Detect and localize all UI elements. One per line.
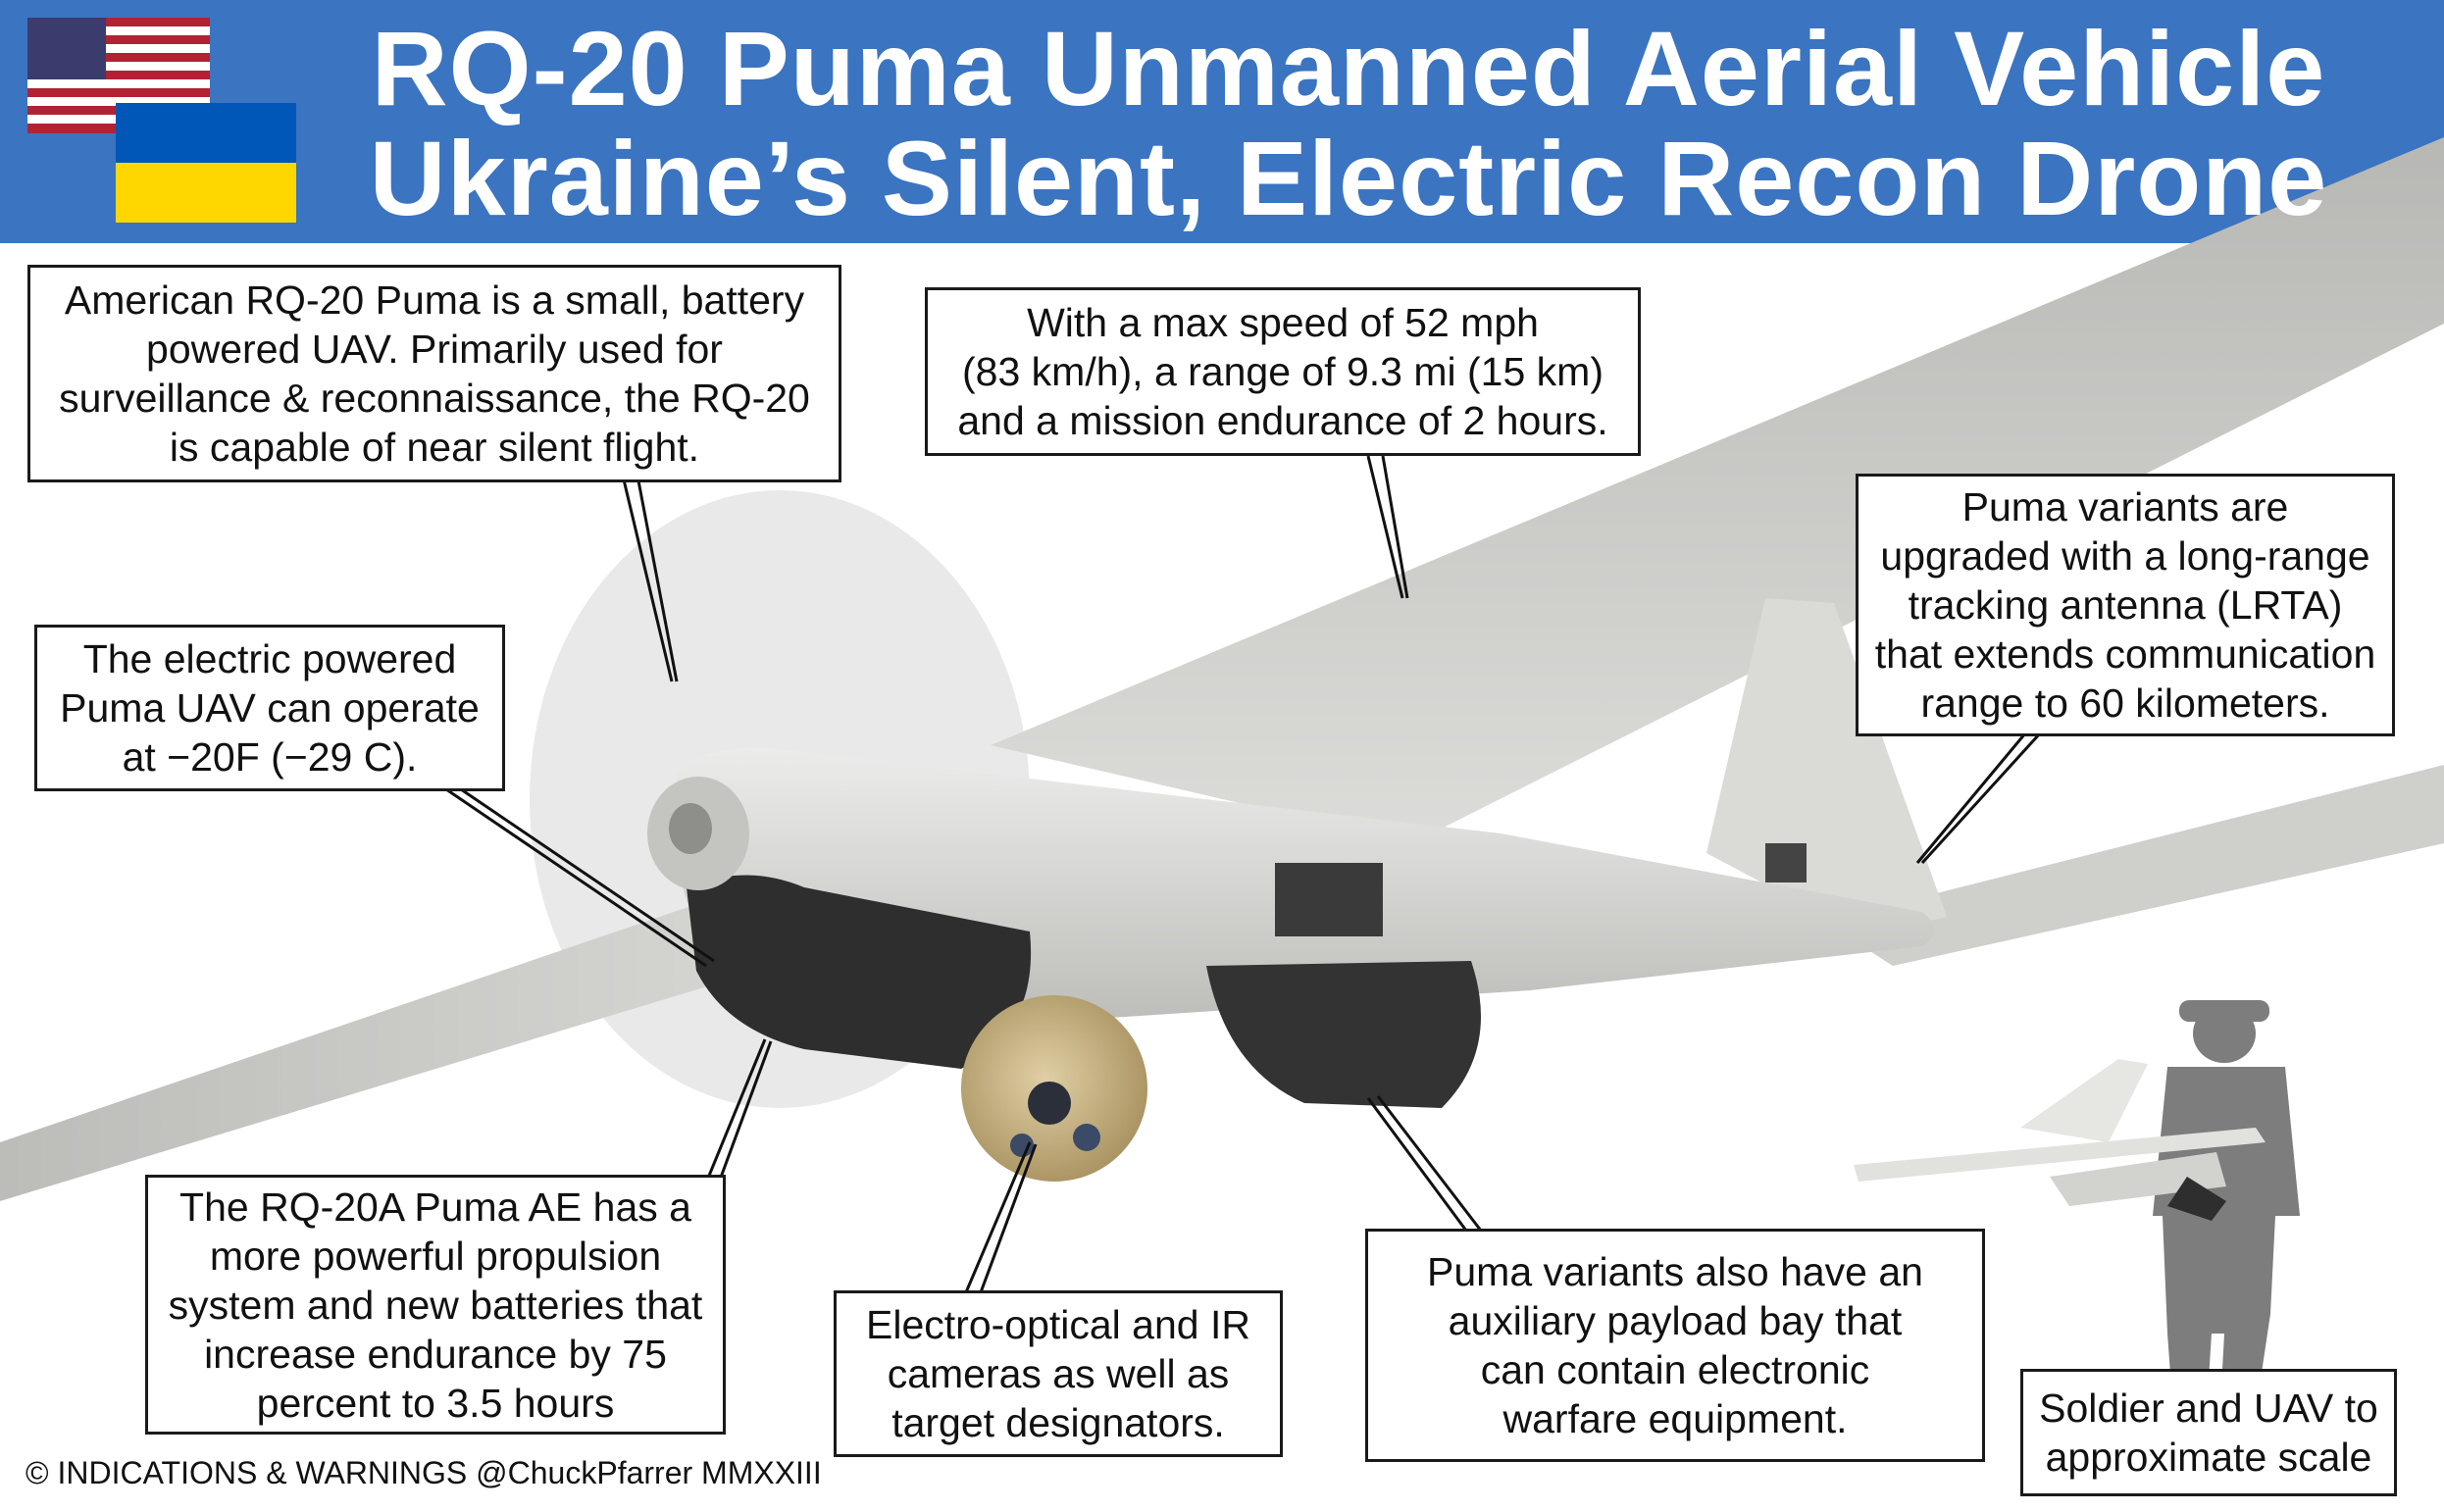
horizontal-stabilizer <box>1824 765 2444 966</box>
left-wing <box>0 887 775 1201</box>
sensor-lens-small <box>1010 1134 1034 1157</box>
right-wing <box>991 137 2444 843</box>
copyright-credit: © INDICATIONS & WARNINGS @ChuckPfarrer M… <box>25 1455 822 1490</box>
callout-speed-range-text: With a max speed of 52 mph (83 km/h), a … <box>957 300 1608 443</box>
cooling-vent <box>1275 863 1383 936</box>
callout-overview-text: American RQ-20 Puma is a small, battery … <box>59 277 810 470</box>
callout-speed-range: With a max speed of 52 mph (83 km/h), a … <box>925 287 1641 456</box>
scale-uav-silhouette <box>1854 1059 2266 1221</box>
callout-payload-bay-text: Puma variants also have an auxiliary pay… <box>1427 1249 1923 1441</box>
sensor-lens-small <box>1073 1124 1100 1151</box>
callout-scale: Soldier and UAV to approximate scale <box>2020 1369 2397 1496</box>
callout-cold-operation-text: The electric powered Puma UAV can operat… <box>60 636 480 780</box>
callout-cameras-text: Electro-optical and IR cameras as well a… <box>866 1302 1250 1445</box>
title-banner <box>0 0 2444 243</box>
belly-pod <box>1206 961 1481 1108</box>
callout-antenna-text: Puma variants are upgraded with a long-r… <box>1874 484 2376 726</box>
page-title: RQ-20 Puma Unmanned Aerial Vehicle <box>371 9 2326 127</box>
callout-cameras: Electro-optical and IR cameras as well a… <box>834 1290 1283 1457</box>
sensor-lens-large <box>1028 1082 1071 1125</box>
callout-propulsion: The RQ-20A Puma AE has a more powerful p… <box>145 1175 726 1435</box>
callout-propulsion-text: The RQ-20A Puma AE has a more powerful p… <box>168 1184 703 1426</box>
callout-scale-text: Soldier and UAV to approximate scale <box>2039 1386 2378 1480</box>
callout-cold-operation: The electric powered Puma UAV can operat… <box>34 625 505 791</box>
lrta-antenna <box>1765 843 1807 882</box>
ukraine-flag-icon <box>116 103 296 223</box>
page-subtitle: Ukraine’s Silent, Electric Recon Drone <box>369 119 2328 237</box>
nose-fairing <box>687 875 1032 1069</box>
nose-cone <box>669 803 712 854</box>
callout-payload-bay: Puma variants also have an auxiliary pay… <box>1365 1229 1985 1462</box>
callout-overview: American RQ-20 Puma is a small, battery … <box>27 265 841 482</box>
callout-antenna: Puma variants are upgraded with a long-r… <box>1856 474 2395 736</box>
